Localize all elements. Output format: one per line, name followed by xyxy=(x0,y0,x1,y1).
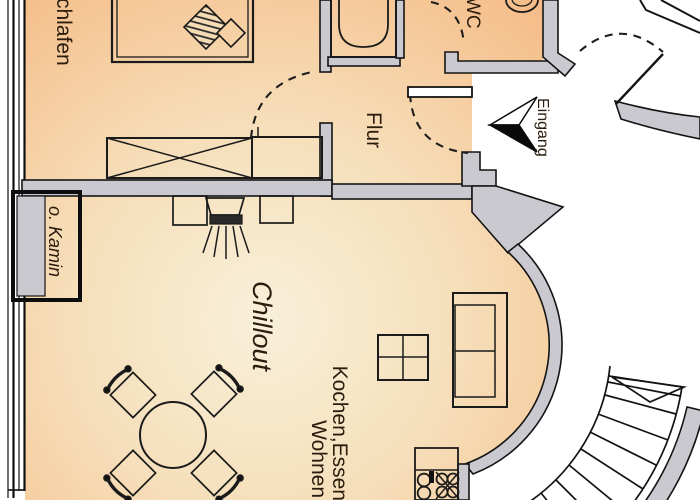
corner-path-line-2 xyxy=(660,0,700,22)
fireplace-box xyxy=(11,190,82,302)
floor-area xyxy=(25,0,550,500)
furniture xyxy=(103,0,539,500)
label-hallway: Flur xyxy=(362,112,385,148)
fireplace xyxy=(11,190,82,302)
wall-tub-right xyxy=(395,0,405,59)
fireplace-masonry xyxy=(16,195,46,297)
wardrobe-side-unit xyxy=(251,136,323,179)
chair xyxy=(190,364,244,418)
stairs-direction-arrow xyxy=(611,376,688,403)
sofa xyxy=(452,292,508,408)
door-swing-arc-entry-inner xyxy=(408,93,469,155)
entry-door-leaf xyxy=(407,86,473,98)
pillow-plain xyxy=(215,17,247,49)
tap xyxy=(429,471,434,483)
labels: Schlafen Flur WC Eingang o. Kamin Chillo… xyxy=(45,0,551,500)
label-entrance: Eingang xyxy=(534,98,551,157)
chair xyxy=(103,365,157,419)
wall-curved-bay xyxy=(463,242,563,475)
outer-stair-railing xyxy=(645,406,700,500)
stove xyxy=(435,471,460,500)
walls xyxy=(21,0,700,500)
label-wc: WC xyxy=(462,0,483,29)
stairs-inner-arc xyxy=(530,365,611,500)
label-kitchen-line2: Wohnen xyxy=(307,420,330,498)
bathtub xyxy=(330,0,397,58)
wall-entry-wedge xyxy=(471,185,565,255)
door-swing-arc-entry-outer xyxy=(579,32,664,53)
label-kitchen-living: Kochen,EssenWohnen xyxy=(307,366,351,500)
entry-diagonal-wall xyxy=(615,53,664,105)
wardrobe xyxy=(106,127,323,179)
door-swing-arc-wc xyxy=(430,0,466,45)
door-swing-arc-bath xyxy=(249,70,313,139)
bed xyxy=(110,0,255,64)
corner-path-line-1 xyxy=(639,0,700,34)
entrance-exterior xyxy=(615,0,700,105)
sink xyxy=(416,471,434,500)
label-kitchen-line1: Kochen,Essen xyxy=(328,366,351,500)
toilet xyxy=(505,0,539,13)
label-bedroom: Schlafen xyxy=(52,0,75,66)
label-fireplace: o. Kamin xyxy=(45,206,65,277)
entry-walkway-railing xyxy=(613,99,700,140)
kitchen-counter xyxy=(414,447,460,500)
wall-entry-step xyxy=(461,151,497,187)
wall-top-right xyxy=(542,0,577,78)
chair xyxy=(103,449,157,500)
wall-hall-south xyxy=(331,183,473,200)
pillow-hatched xyxy=(182,3,230,51)
stairs-outer-arc xyxy=(634,386,683,500)
wall-under-tub xyxy=(327,56,401,67)
entrance-arrow-icon xyxy=(487,96,538,153)
label-chillout: Chillout xyxy=(247,281,277,373)
hearth-heat-rays xyxy=(202,225,250,259)
dining-table xyxy=(377,334,429,381)
chair xyxy=(190,449,244,500)
hearth-icon xyxy=(172,195,294,259)
door-swings xyxy=(249,0,664,155)
hearth-grate xyxy=(209,214,243,225)
stairs xyxy=(530,365,688,500)
round-table xyxy=(139,401,207,469)
wall-kitchen-right xyxy=(457,463,470,500)
